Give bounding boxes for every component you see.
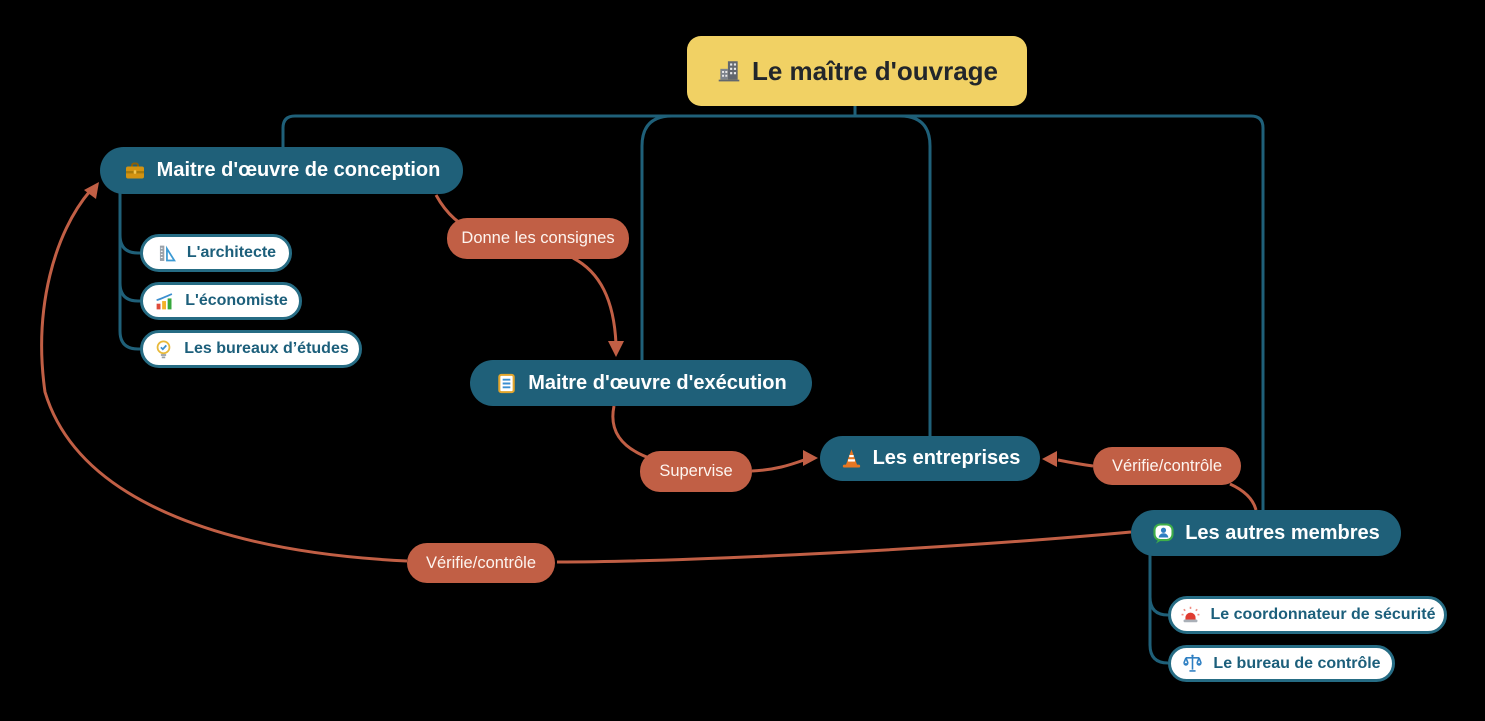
node-bureaux-etudes[interactable]: Les bureaux d’études xyxy=(140,330,362,368)
arrow-label-verifie-left-to-conception xyxy=(40,190,408,563)
node-les-autres-membres-label: Les autres membres xyxy=(1185,521,1380,544)
traffic-cone-icon xyxy=(840,447,863,470)
arrowhead-into-conception xyxy=(84,182,99,199)
edge-label-verifie-controle-right-text: Vérifie/contrôle xyxy=(1111,456,1223,475)
connector-to-execution xyxy=(640,114,673,360)
arrowhead-into-execution xyxy=(608,341,624,357)
connector-to-entreprises xyxy=(899,114,932,436)
node-maitre-oeuvre-execution[interactable]: Maitre d'œuvre d'exécution xyxy=(470,360,812,406)
edge-label-verifie-controle-left-text: Vérifie/contrôle xyxy=(425,553,537,572)
node-coordonnateur-securite[interactable]: Le coordonnateur de sécurité xyxy=(1168,596,1447,634)
person-bubble-icon xyxy=(1152,522,1175,545)
balance-scale-icon xyxy=(1182,653,1203,674)
lightbulb-check-icon xyxy=(153,339,174,360)
node-economiste[interactable]: L'économiste xyxy=(140,282,302,320)
node-economiste-label: L'économiste xyxy=(185,292,288,309)
node-les-autres-membres[interactable]: Les autres membres xyxy=(1131,510,1401,556)
ledger-icon xyxy=(495,372,518,395)
arrow-autres-to-label-verifie-right xyxy=(1229,482,1258,511)
arrow-label-donne-to-execution xyxy=(572,256,618,345)
edge-label-supervise[interactable]: Supervise xyxy=(640,451,752,492)
node-les-entreprises-label: Les entreprises xyxy=(872,447,1021,469)
node-maitre-oeuvre-execution-label: Maitre d'œuvre d'exécution xyxy=(528,371,787,394)
edge-label-supervise-text: Supervise xyxy=(659,462,733,480)
node-les-entreprises[interactable]: Les entreprises xyxy=(820,436,1040,481)
edge-label-verifie-controle-right[interactable]: Vérifie/contrôle xyxy=(1093,447,1241,485)
connector-autres-child-2 xyxy=(1148,555,1169,665)
arrow-autres-to-label-verifie-left xyxy=(556,530,1132,564)
connector-conception-child-1 xyxy=(118,193,142,255)
connector-autres-child-1 xyxy=(1148,555,1169,617)
node-architecte-label: L'architecte xyxy=(186,244,277,261)
arrow-label-verifie-right-to-entreprises xyxy=(1057,458,1094,468)
node-maitre-oeuvre-conception[interactable]: Maitre d'œuvre de conception xyxy=(100,147,463,194)
edge-label-donne-les-consignes[interactable]: Donne les consignes xyxy=(447,218,629,259)
node-coordonnateur-securite-label: Le coordonnateur de sécurité xyxy=(1210,606,1436,623)
node-bureau-controle[interactable]: Le bureau de contrôle xyxy=(1168,645,1395,682)
office-building-icon xyxy=(716,58,742,84)
edge-label-donne-les-consignes-text: Donne les consignes xyxy=(461,229,615,247)
siren-icon xyxy=(1180,605,1201,626)
arrowhead-into-entreprises-right xyxy=(1042,451,1057,467)
set-square-icon xyxy=(156,243,177,264)
node-bureaux-etudes-label: Les bureaux d’études xyxy=(184,340,349,357)
connector-trunk xyxy=(281,114,1265,510)
arrow-execution-to-label-supervise xyxy=(611,405,653,461)
arrow-label-supervise-to-entreprises xyxy=(751,458,805,473)
node-maitre-ouvrage[interactable]: Le maître d'ouvrage xyxy=(687,36,1027,106)
connector-conception-child-3 xyxy=(118,193,142,351)
briefcase-icon xyxy=(123,159,147,183)
node-maitre-oeuvre-conception-label: Maitre d'œuvre de conception xyxy=(156,159,441,181)
node-architecte[interactable]: L'architecte xyxy=(140,234,292,272)
edge-label-verifie-controle-left[interactable]: Vérifie/contrôle xyxy=(407,543,555,583)
node-maitre-ouvrage-label: Le maître d'ouvrage xyxy=(751,55,999,86)
node-bureau-controle-label: Le bureau de contrôle xyxy=(1213,654,1381,672)
chart-increasing-icon xyxy=(154,291,175,312)
arrowhead-into-entreprises-left xyxy=(803,450,818,466)
